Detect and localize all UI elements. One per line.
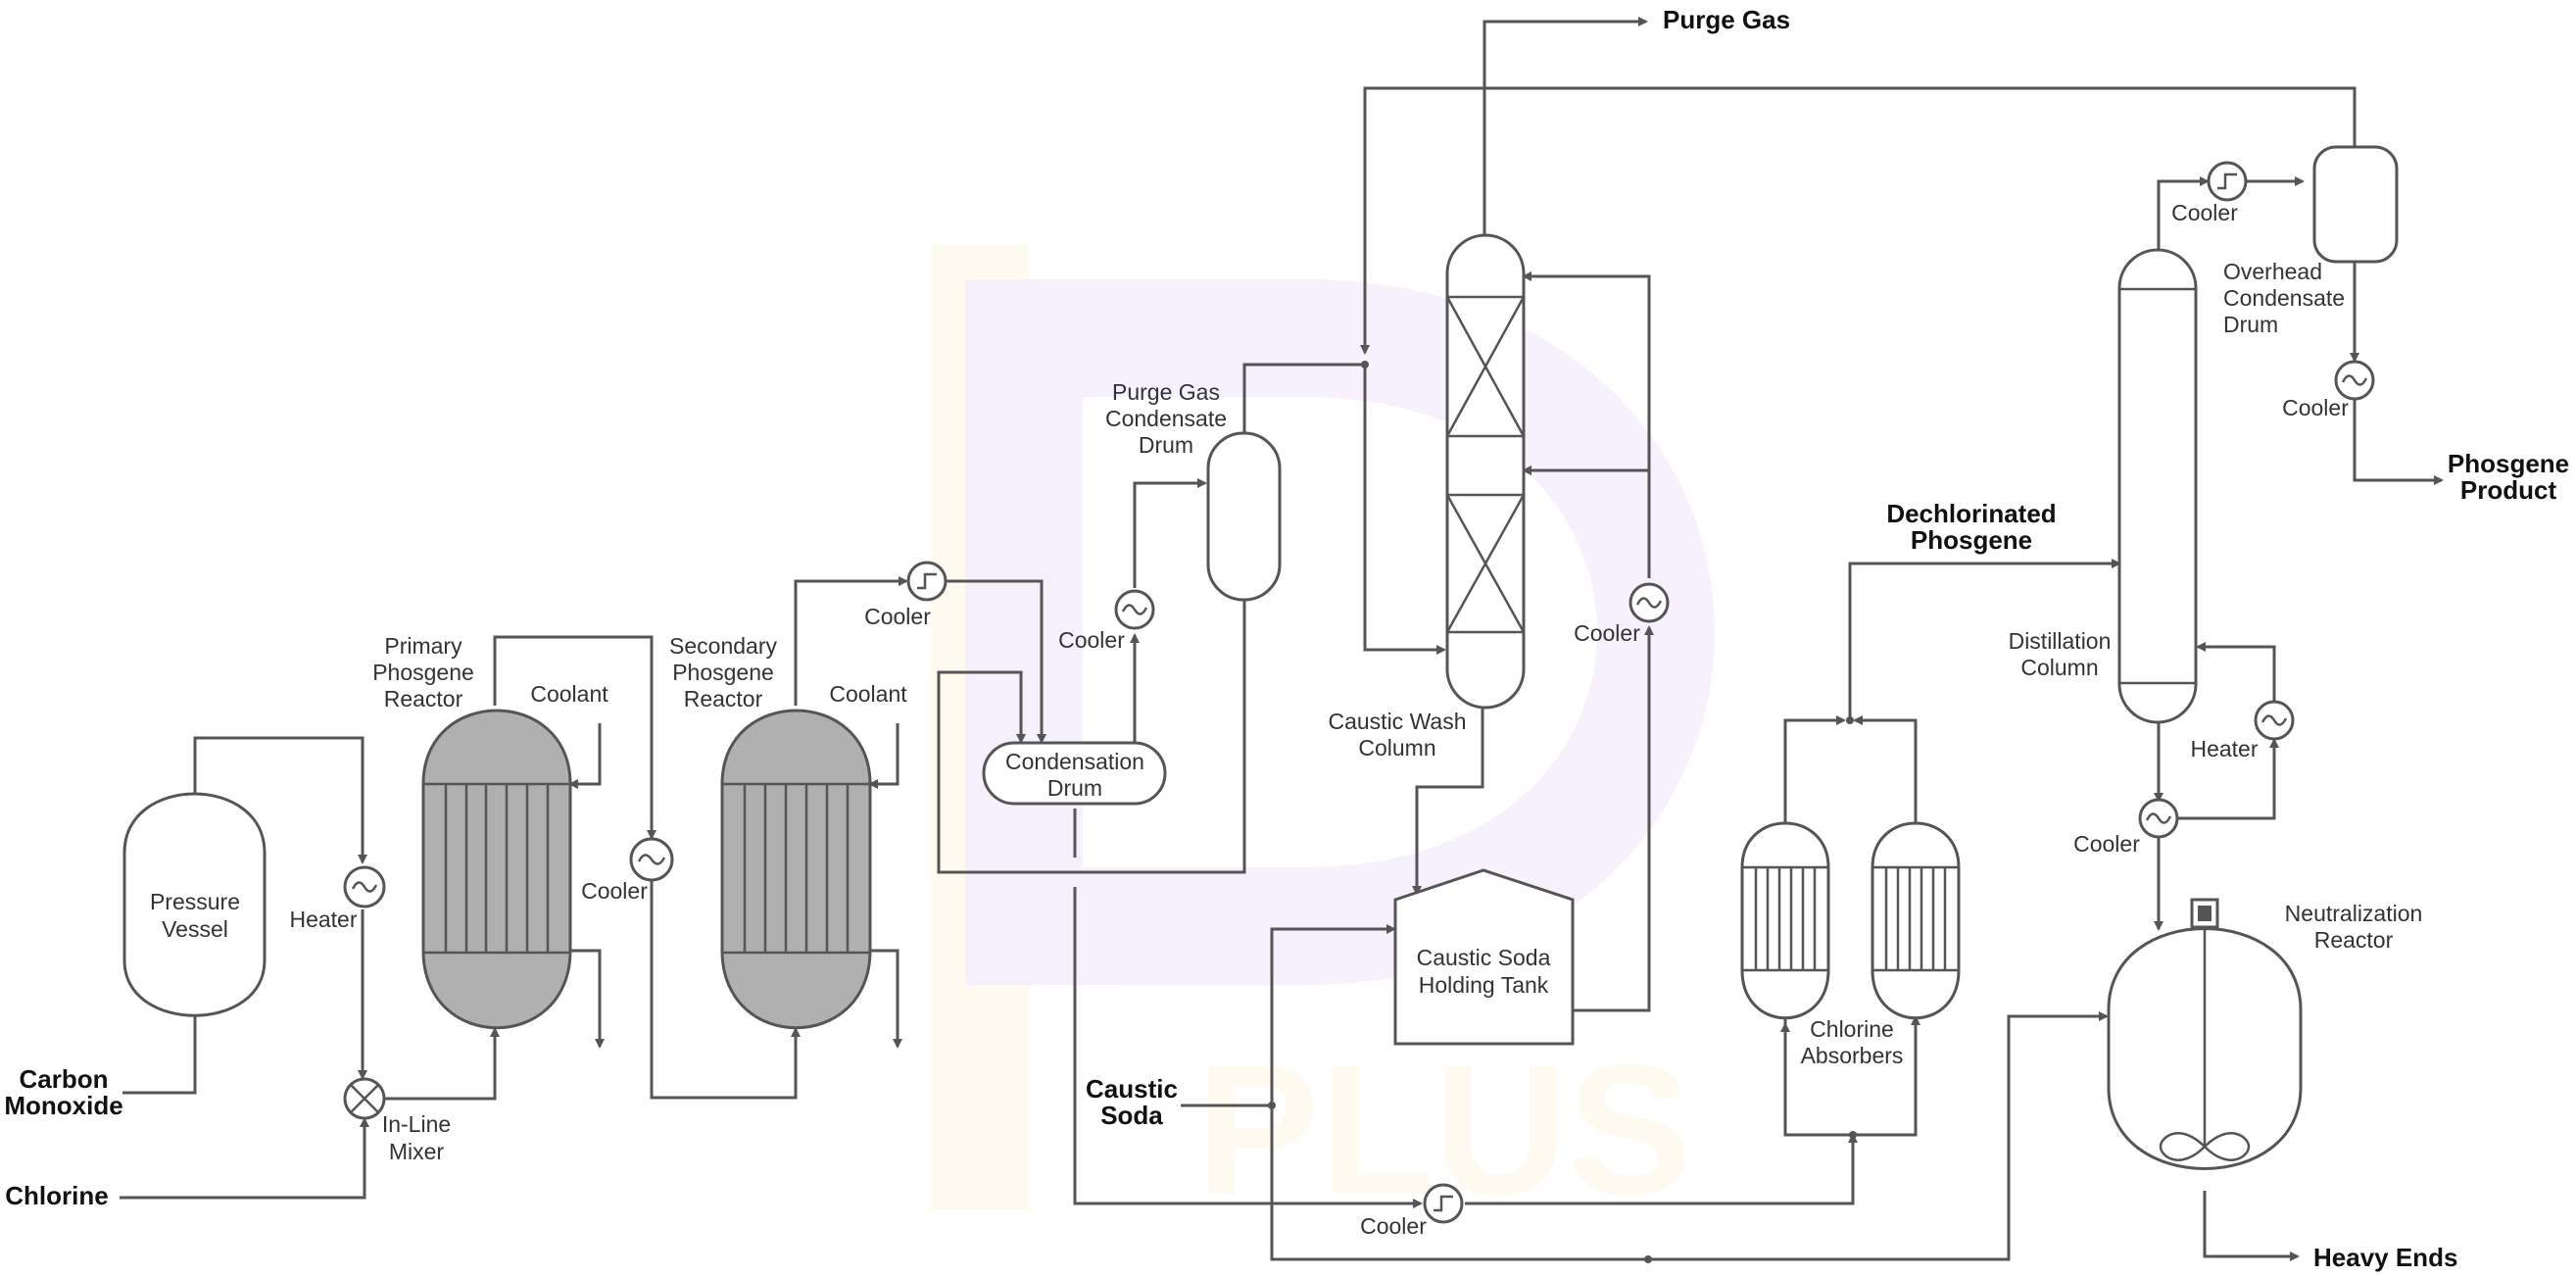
purge-gas-condensate-drum [1206, 431, 1282, 602]
label-cooler-1: Cooler [581, 878, 648, 904]
caustic-wash-column [1445, 233, 1526, 710]
process-lines [120, 17, 2444, 1263]
cooler-5-icon [1423, 1183, 1464, 1224]
chlorine-absorber-1 [1740, 821, 1830, 1020]
chlorine-absorber-2 [1871, 821, 1961, 1020]
distillation-column [2117, 248, 2198, 724]
heater-1-icon [343, 865, 386, 908]
secondary-phosgene-reactor [720, 709, 872, 1030]
label-cooler-6: Cooler [2073, 831, 2140, 857]
cooler-2-icon [906, 561, 948, 602]
caustic-soda-holding-tank [1393, 868, 1575, 1046]
condensation-drum [982, 741, 1167, 806]
label-chlorine: Chlorine [5, 1181, 108, 1210]
label-cooler-2: Cooler [864, 604, 931, 629]
neutralization-reactor [2107, 898, 2303, 1170]
pressure-vessel [122, 792, 267, 1017]
label-purge-gas: Purge Gas [1663, 5, 1790, 34]
overhead-condensate-drum [2312, 145, 2399, 264]
label-cooler-7: Cooler [2171, 200, 2238, 225]
primary-phosgene-reactor [421, 709, 572, 1030]
cooler-8-icon [2334, 360, 2375, 401]
label-coolant-1: Coolant [530, 681, 608, 707]
cooler-7-icon [2207, 161, 2248, 202]
heater-2-icon [2254, 700, 2295, 741]
cooler-4-icon [1628, 582, 1670, 623]
cooler-1-icon [629, 837, 674, 882]
label-heater-2: Heater [2190, 736, 2258, 761]
label-cooler-3: Cooler [1058, 627, 1125, 653]
label-cooler-8: Cooler [2282, 395, 2349, 420]
watermark-logo: PLUS [931, 245, 1715, 1234]
label-heater-1: Heater [289, 907, 357, 932]
label-cooler-5: Cooler [1360, 1213, 1427, 1239]
label-cooler-4: Cooler [1574, 620, 1640, 646]
cooler-3-icon [1114, 589, 1155, 630]
cooler-6-icon [2138, 798, 2179, 839]
label-heavy-ends: Heavy Ends [2313, 1243, 2457, 1272]
inline-mixer-icon [343, 1077, 386, 1120]
label-coolant-2: Coolant [829, 681, 907, 707]
